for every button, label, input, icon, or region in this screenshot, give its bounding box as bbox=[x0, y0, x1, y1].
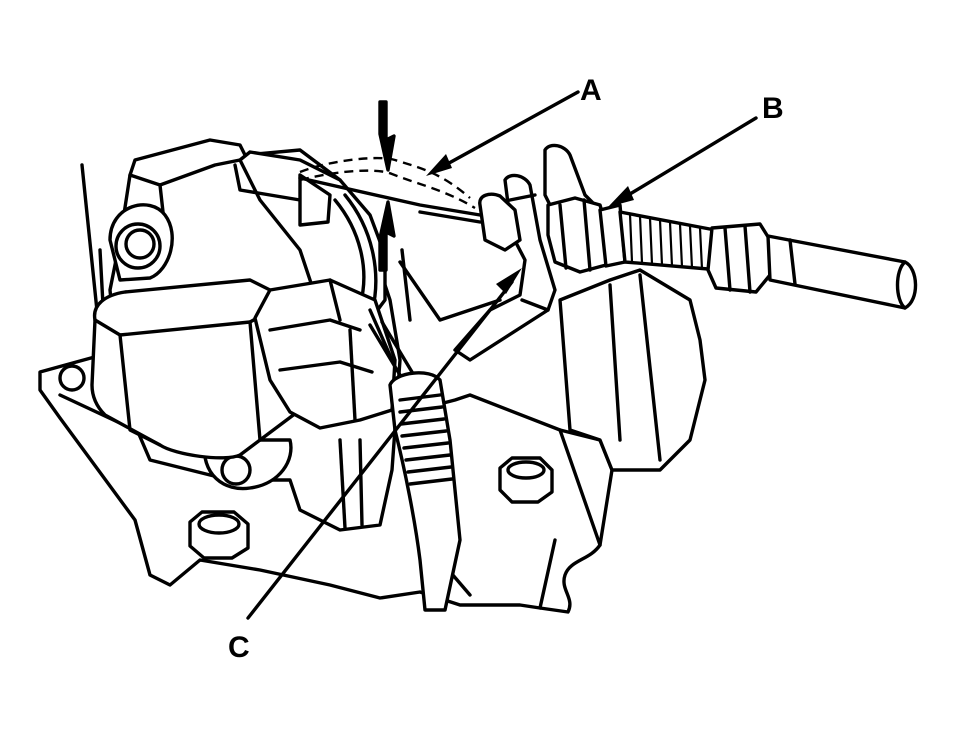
callout-c: C bbox=[228, 268, 522, 664]
callout-b-arrowhead bbox=[608, 186, 634, 207]
callout-a-leader bbox=[438, 90, 580, 170]
mounting-nut-left bbox=[188, 510, 250, 560]
throttle-position-sensor bbox=[90, 278, 302, 460]
cable-adjuster bbox=[478, 192, 918, 310]
mounting-nut-right bbox=[498, 456, 554, 504]
cable-bracket bbox=[453, 143, 597, 362]
callout-a-arrowhead bbox=[426, 154, 452, 176]
callout-b: B bbox=[608, 92, 784, 207]
cable-slack-indicator bbox=[299, 156, 476, 210]
callout-c-leader bbox=[246, 280, 514, 620]
callout-b-label: B bbox=[762, 92, 784, 125]
callout-c-label: C bbox=[228, 631, 250, 664]
wiring-harness bbox=[368, 320, 462, 612]
bracket-pointer-line bbox=[398, 260, 502, 322]
callout-c-arrowhead bbox=[496, 268, 522, 294]
callout-a: A bbox=[426, 74, 602, 176]
slack-arrows bbox=[378, 100, 396, 272]
throttle-cable bbox=[298, 176, 482, 224]
callout-a-label: A bbox=[580, 74, 602, 107]
callout-b-leader bbox=[618, 116, 758, 202]
